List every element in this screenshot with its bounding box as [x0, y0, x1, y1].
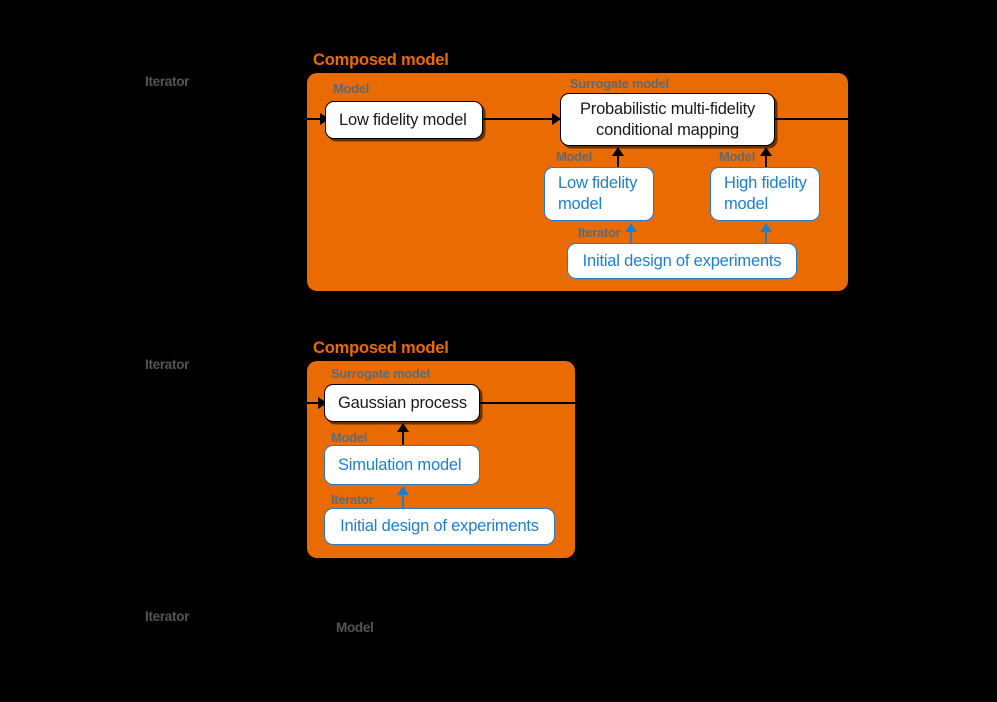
connector-lowfid-to-mapping-arrowhead: [552, 113, 561, 125]
model-tag-high-fidelity-block1: Model: [719, 149, 756, 164]
connector-doe-to-highfidsub-arrowhead: [760, 223, 772, 232]
connector-lowfidsub-to-mapping: [617, 155, 620, 177]
model-tag-low-fidelity-block1: Model: [556, 149, 593, 164]
connector-highfidsub-arrowhead: [760, 147, 772, 156]
connector-doe-to-simulation: [402, 494, 405, 509]
composed-model-title-block1: Composed model: [313, 51, 449, 69]
model-tag-simulation-block2: Model: [331, 430, 368, 445]
low-fidelity-model-node-block1[interactable]: Low fidelity model: [325, 101, 483, 139]
connector-doe-to-lowfidsub: [630, 231, 633, 249]
surrogate-model-tag-block2: Surrogate model: [331, 366, 430, 381]
connector-highfidsub-to-mapping: [765, 155, 768, 177]
model-label-block3: Model: [336, 620, 374, 635]
connector-simulation-to-gp: [402, 431, 405, 448]
connector-doe-to-highfidsub: [765, 231, 768, 249]
iterator-label-block3: Iterator: [145, 609, 190, 624]
model-tag-low-fidelity-outer-block1: Model: [333, 81, 370, 96]
connector-lowfid-to-mapping: [483, 118, 561, 121]
connector-lowfidsub-arrowhead: [612, 147, 624, 156]
composed-model-title-block2: Composed model: [313, 339, 449, 357]
simulation-model-node-block2[interactable]: Simulation model: [324, 445, 480, 485]
connector-doe-to-lowfidsub-arrowhead: [625, 223, 637, 232]
inflow-line-block1: [301, 118, 329, 121]
high-fidelity-model-sub-node-block1[interactable]: High fidelity model: [710, 167, 820, 221]
gaussian-process-node-block2[interactable]: Gaussian process: [324, 384, 480, 422]
outflow-line-block2: [480, 402, 575, 405]
connector-doe-to-simulation-arrowhead: [397, 486, 409, 495]
iterator-label-block1: Iterator: [145, 74, 190, 89]
inflow-arrowhead-block1: [320, 113, 329, 125]
outflow-line-block1: [775, 118, 997, 121]
iterator-tag-doe-block2: Iterator: [331, 492, 374, 507]
initial-design-of-experiments-node-block1[interactable]: Initial design of experiments: [567, 243, 797, 279]
iterator-label-block2: Iterator: [145, 357, 190, 372]
probabilistic-mapping-node-block1[interactable]: Probabilistic multi-fidelity conditional…: [560, 93, 775, 146]
inflow-arrowhead-block2: [318, 397, 327, 409]
inflow-line-block2: [301, 402, 329, 405]
iterator-tag-doe-block1: Iterator: [578, 225, 621, 240]
surrogate-model-tag-block1: Surrogate model: [570, 76, 669, 91]
low-fidelity-model-sub-node-block1[interactable]: Low fidelity model: [544, 167, 654, 221]
initial-design-of-experiments-node-block2[interactable]: Initial design of experiments: [324, 508, 555, 545]
connector-simulation-to-gp-arrowhead: [397, 423, 409, 432]
